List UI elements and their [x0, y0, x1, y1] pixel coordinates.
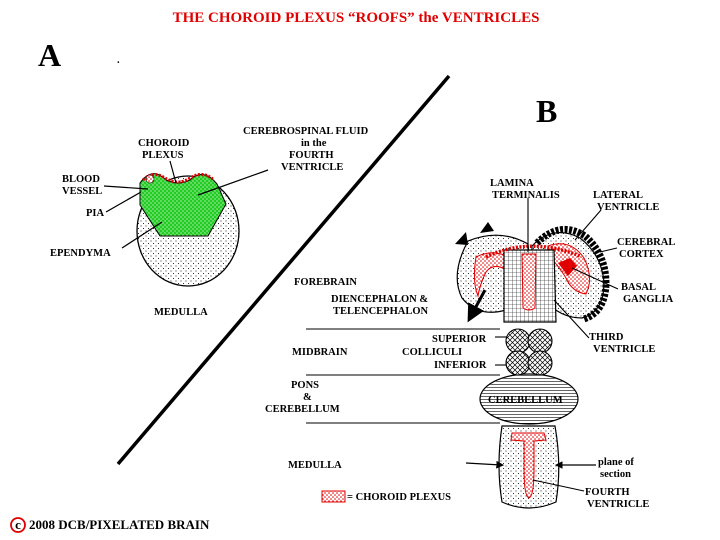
label-lamina-2: TERMINALIS	[492, 190, 560, 201]
label-diencephalon-2: TELENCEPHALON	[333, 306, 429, 317]
panel-b-letter: B	[536, 93, 557, 129]
cerebral-cortex-band	[534, 225, 610, 323]
copyright-circle	[10, 517, 26, 533]
label-basal-2: GANGLIA	[623, 294, 674, 305]
choroid-arc	[485, 244, 581, 259]
left-lateral-ventricle	[473, 252, 511, 298]
label-cortex-1: CEREBRAL	[617, 237, 675, 248]
choroid-roof-red	[141, 173, 216, 184]
label-lateral-2: VENTRICLE	[597, 202, 659, 213]
medulla-cross-section	[136, 173, 240, 287]
label-csf-1: CEREBROSPINAL FLUID	[243, 126, 369, 137]
leader-csf	[197, 169, 269, 196]
label-medulla-b: MEDULLA	[288, 460, 342, 471]
label-plane-1: plane of	[598, 457, 634, 468]
panel-a-dot: .	[117, 55, 120, 66]
cerebellum-shape	[479, 373, 579, 425]
label-third-2: VENTRICLE	[593, 344, 655, 355]
fourth-ventricle-plexus	[510, 432, 547, 499]
third-ventricle-plexus	[521, 253, 537, 311]
copyright-text: 2008 DCB/PIXELATED BRAIN	[29, 517, 210, 532]
leader-pia	[105, 191, 142, 213]
basal-ganglia-red	[558, 258, 577, 276]
panel-divider	[116, 74, 451, 466]
superior-colliculus-right	[527, 328, 553, 354]
copyright: c 2008 DCB/PIXELATED BRAIN	[10, 517, 210, 533]
blood-vessel-dot	[145, 174, 155, 184]
label-ependyma: EPENDYMA	[50, 248, 111, 259]
legend-swatch	[321, 490, 346, 503]
label-plane-2: section	[600, 469, 631, 480]
label-pia: PIA	[86, 208, 105, 219]
leader-basal	[571, 267, 619, 290]
label-lateral-1: LATERAL	[593, 190, 643, 201]
arrowhead-left-top	[455, 232, 468, 245]
label-diencephalon-1: DIENCEPHALON &	[331, 294, 428, 305]
copyright-symbol: c	[15, 517, 21, 532]
label-blood-1: BLOOD	[62, 174, 100, 185]
arrowhead-top	[480, 222, 494, 233]
label-colliculi: COLLICULI	[402, 347, 462, 358]
label-pons-1: PONS	[291, 380, 319, 391]
label-third-1: THIRD	[589, 332, 624, 343]
panel-a-letter: A	[38, 37, 61, 73]
diagram-title: THE CHOROID PLEXUS “ROOFS” the VENTRICLE…	[173, 10, 540, 26]
label-choroid-1: CHOROID	[138, 138, 190, 149]
label-csf-2: in the	[301, 138, 327, 149]
label-basal-1: BASAL	[621, 282, 656, 293]
label-cerebellum: CEREBELLUM	[488, 395, 563, 406]
label-blood-2: VESSEL	[62, 186, 102, 197]
inferior-colliculus-right	[527, 350, 553, 376]
arrow-forebrain	[467, 289, 487, 323]
colliculi-group	[505, 328, 553, 376]
leader-cortex	[599, 247, 618, 253]
plane-arrow-left	[465, 460, 505, 469]
label-medulla-a: MEDULLA	[154, 307, 208, 318]
label-cortex-2: CORTEX	[619, 249, 664, 260]
superior-colliculus-left	[505, 328, 531, 354]
label-midbrain: MIDBRAIN	[292, 347, 348, 358]
leader-fourth	[532, 479, 585, 492]
legend: = CHOROID PLEXUS	[321, 490, 451, 503]
leader-blood-vessel	[103, 185, 149, 190]
label-fourth-1: FOURTH	[585, 487, 630, 498]
label-superior: SUPERIOR	[432, 334, 487, 345]
label-csf-3: FOURTH	[289, 150, 334, 161]
label-pons-3: CEREBELLUM	[265, 404, 340, 415]
inferior-colliculus-left	[505, 350, 531, 376]
leader-third	[553, 299, 590, 339]
leader-choroid	[169, 160, 177, 184]
leader-lateral	[574, 209, 602, 241]
label-lamina-1: LAMINA	[490, 178, 534, 189]
label-fourth-2: VENTRICLE	[587, 499, 649, 510]
label-pons-2: &	[303, 392, 312, 403]
fourth-ventricle-choroid	[139, 173, 227, 237]
label-choroid-2: PLEXUS	[142, 150, 184, 161]
label-inferior: INFERIOR	[434, 360, 487, 371]
label-csf-4: VENTRICLE	[281, 162, 343, 173]
leader-ependyma	[121, 221, 163, 249]
legend-label: = CHOROID PLEXUS	[347, 492, 451, 503]
label-forebrain: FOREBRAIN	[294, 277, 357, 288]
